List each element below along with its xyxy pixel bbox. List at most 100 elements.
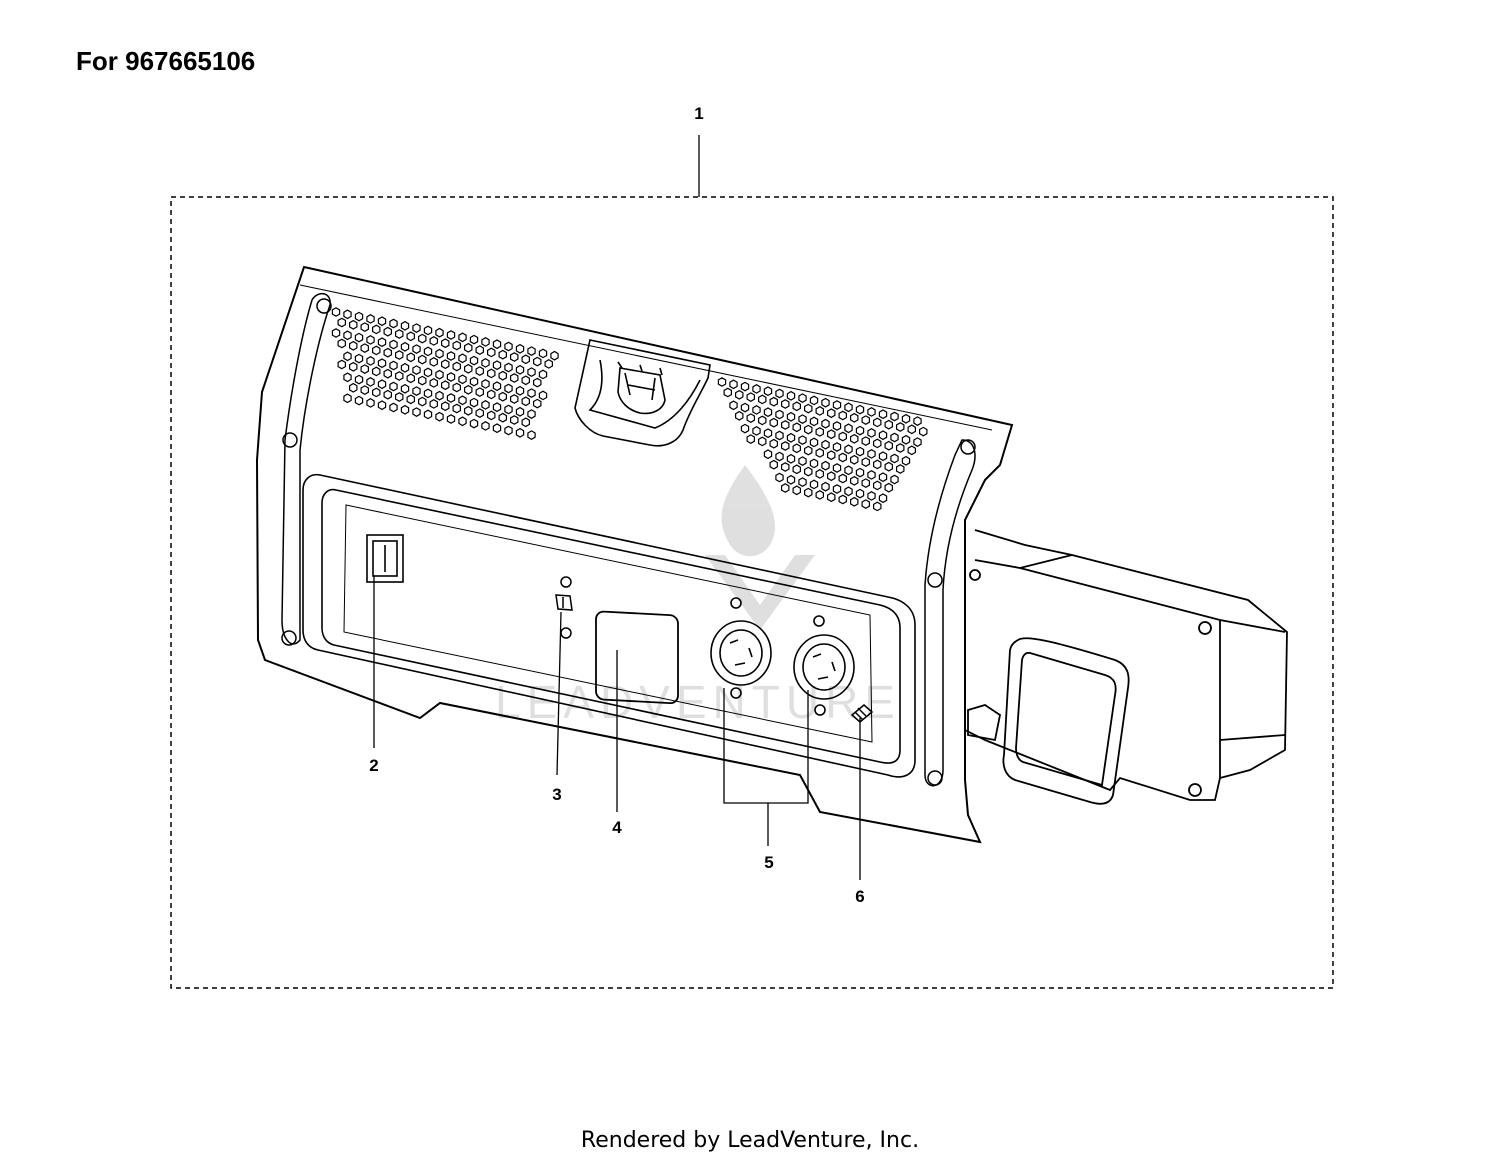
- vent-hole: [769, 396, 779, 407]
- vent-hole: [861, 436, 871, 446]
- vent-hole: [452, 382, 461, 393]
- vent-hole: [884, 461, 894, 472]
- page-heading: For 967665106: [76, 46, 256, 76]
- vent-hole: [734, 410, 744, 421]
- vent-hole: [487, 368, 496, 379]
- vent-hole: [435, 369, 444, 380]
- vent-hole: [452, 361, 461, 372]
- vent-hole: [861, 457, 871, 467]
- vent-hole: [838, 410, 848, 421]
- vent-hole: [406, 331, 415, 342]
- vent-hole: [504, 425, 513, 436]
- vent-hole: [809, 458, 819, 469]
- vent-hole: [412, 344, 421, 354]
- vent-hole: [395, 392, 404, 402]
- vent-hole: [475, 387, 484, 397]
- vent-hole: [446, 330, 456, 340]
- vent-hole: [884, 482, 894, 493]
- vent-hole: [832, 484, 842, 494]
- vent-hole: [377, 337, 387, 348]
- vent-hole: [492, 402, 502, 413]
- vent-hole: [366, 398, 375, 408]
- vent-hole: [838, 452, 848, 463]
- vent-hole: [406, 352, 415, 363]
- vent-hole: [337, 317, 346, 328]
- vent-hole: [406, 394, 415, 405]
- vent-hole: [383, 347, 392, 358]
- circuit-knob: [555, 576, 573, 639]
- vent-hole: [366, 314, 375, 324]
- vent-hole: [838, 431, 848, 442]
- front-panel: [255, 265, 1014, 844]
- vent-hole: [844, 444, 853, 455]
- vent-hole: [872, 501, 882, 512]
- vent-hole: [890, 432, 899, 443]
- vent-hole: [372, 366, 381, 377]
- callout-1: 1: [694, 104, 703, 123]
- vent-hole: [469, 334, 479, 345]
- vent-hole: [452, 403, 461, 414]
- vent-hole: [383, 389, 392, 400]
- rear-housing: [964, 529, 1288, 805]
- vent-hole: [815, 490, 825, 500]
- vent-hole: [786, 432, 796, 443]
- vent-hole: [809, 437, 819, 448]
- vent-hole: [337, 338, 346, 349]
- vent-hole: [832, 442, 842, 452]
- vent-hole: [469, 355, 479, 366]
- vent-hole: [867, 491, 876, 501]
- vent-hole: [798, 393, 807, 403]
- vent-hole: [441, 338, 450, 349]
- vent-hole: [349, 319, 358, 330]
- vent-hole: [798, 477, 807, 487]
- vent-hole: [815, 469, 825, 479]
- vent-hole: [441, 401, 450, 412]
- watermark-flame-icon: [721, 465, 776, 557]
- vent-hole: [792, 401, 802, 412]
- vent-hole: [377, 379, 387, 390]
- vent-hole: [538, 390, 548, 401]
- vent-hole: [492, 360, 502, 371]
- callout-labels: 1 2 3 4 5 6: [369, 104, 864, 906]
- vent-hole: [855, 488, 865, 499]
- vent-hole: [792, 443, 802, 454]
- vent-hole: [481, 421, 490, 431]
- vent-hole: [527, 388, 536, 398]
- left-vent-grille: [331, 307, 559, 440]
- vent-hole: [383, 326, 392, 337]
- vent-hole: [803, 487, 813, 498]
- vent-hole: [349, 382, 358, 393]
- vent-hole: [826, 429, 836, 440]
- vent-hole: [901, 413, 911, 424]
- ground-terminal: [850, 704, 874, 723]
- vent-hole: [872, 417, 882, 428]
- vent-hole: [867, 407, 876, 417]
- vent-hole: [383, 368, 392, 379]
- vent-hole: [849, 433, 859, 444]
- control-recess: [302, 473, 916, 778]
- vent-hole: [366, 335, 375, 345]
- vent-hole: [435, 348, 444, 359]
- vent-hole: [475, 345, 484, 355]
- vent-hole: [821, 481, 830, 492]
- vent-hole: [723, 387, 733, 398]
- left-handle-rail: [281, 293, 332, 646]
- vent-hole: [849, 496, 859, 507]
- vent-hole: [798, 414, 807, 424]
- vent-hole: [913, 437, 922, 447]
- vent-hole: [441, 359, 450, 370]
- vent-hole: [377, 400, 387, 411]
- vent-hole: [757, 394, 767, 405]
- vent-hole: [872, 459, 882, 470]
- rocker-switch: [366, 534, 404, 583]
- vent-hole: [377, 316, 387, 327]
- vent-hole: [798, 456, 807, 466]
- vent-hole: [729, 400, 738, 411]
- vent-hole: [527, 346, 536, 356]
- vent-hole: [826, 492, 836, 503]
- vent-hole: [867, 449, 876, 459]
- vent-hole: [775, 430, 784, 441]
- vent-hole: [746, 392, 756, 402]
- watermark-chevron-icon: [705, 555, 815, 630]
- vent-hole: [337, 359, 346, 370]
